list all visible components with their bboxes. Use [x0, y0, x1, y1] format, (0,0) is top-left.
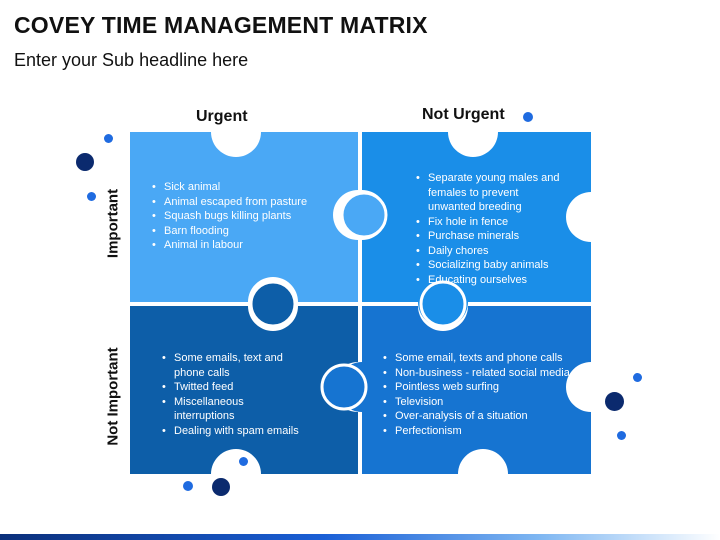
- decorative-dot: [183, 481, 193, 491]
- page-title: COVEY TIME MANAGEMENT MATRIX: [14, 12, 428, 38]
- decorative-dot: [104, 134, 113, 143]
- list-item: Dealing with spam emails: [162, 424, 303, 439]
- puzzle-knob-q1-bottom: [249, 280, 297, 328]
- bottom-gradient-bar: [0, 534, 720, 540]
- quadrant-text-not-urgent-not-important: Some email, texts and phone calls Non-bu…: [379, 351, 584, 438]
- decorative-dot: [605, 392, 624, 411]
- quadrant-text-urgent-important: Sick animal Animal escaped from pasture …: [148, 180, 348, 253]
- decorative-dot: [87, 192, 96, 201]
- list-item: Animal escaped from pasture: [152, 195, 348, 210]
- list-item: Barn flooding: [152, 224, 348, 239]
- list-item: Non-business - related social media: [383, 366, 584, 381]
- decorative-dot: [212, 478, 230, 496]
- list-item: Daily chores: [416, 244, 562, 259]
- decorative-dot: [76, 153, 94, 171]
- column-label-urgent: Urgent: [196, 108, 248, 125]
- decorative-dot: [617, 431, 626, 440]
- quadrant-text-urgent-not-important: Some emails, text and phone calls Twitte…: [158, 351, 303, 438]
- puzzle-knob-q4-top: [419, 280, 467, 328]
- bullet-list: Sick animal Animal escaped from pasture …: [148, 180, 348, 253]
- bullet-list: Some emails, text and phone calls Twitte…: [158, 351, 303, 438]
- column-label-not-urgent: Not Urgent: [422, 106, 505, 123]
- list-item: Pointless web surfing: [383, 380, 584, 395]
- list-item: Over-analysis of a situation: [383, 409, 584, 424]
- decorative-dot: [239, 457, 248, 466]
- list-item: Fix hole in fence: [416, 215, 562, 230]
- list-item: Socializing baby animals: [416, 258, 562, 273]
- list-item: Squash bugs killing plants: [152, 209, 348, 224]
- list-item: Sick animal: [152, 180, 348, 195]
- list-item: Educating ourselves: [416, 273, 562, 288]
- list-item: Perfectionism: [383, 424, 584, 439]
- decorative-dot: [633, 373, 642, 382]
- list-item: Separate young males and females to prev…: [416, 171, 562, 215]
- list-item: Some email, texts and phone calls: [383, 351, 584, 366]
- decorative-dot: [523, 112, 533, 122]
- list-item: Television: [383, 395, 584, 410]
- puzzle-knob-q2-left: [340, 191, 388, 239]
- quadrant-text-not-urgent-important: Separate young males and females to prev…: [412, 171, 562, 287]
- bullet-list: Separate young males and females to prev…: [412, 171, 562, 287]
- page-subtitle: Enter your Sub headline here: [14, 50, 249, 70]
- list-item: Miscellaneous interruptions: [162, 395, 303, 424]
- list-item: Some emails, text and phone calls: [162, 351, 303, 380]
- list-item: Animal in labour: [152, 238, 348, 253]
- list-item: Purchase minerals: [416, 229, 562, 244]
- bullet-list: Some email, texts and phone calls Non-bu…: [379, 351, 584, 438]
- puzzle-knob-q3-right: [320, 363, 368, 411]
- list-item: Twitted feed: [162, 380, 303, 395]
